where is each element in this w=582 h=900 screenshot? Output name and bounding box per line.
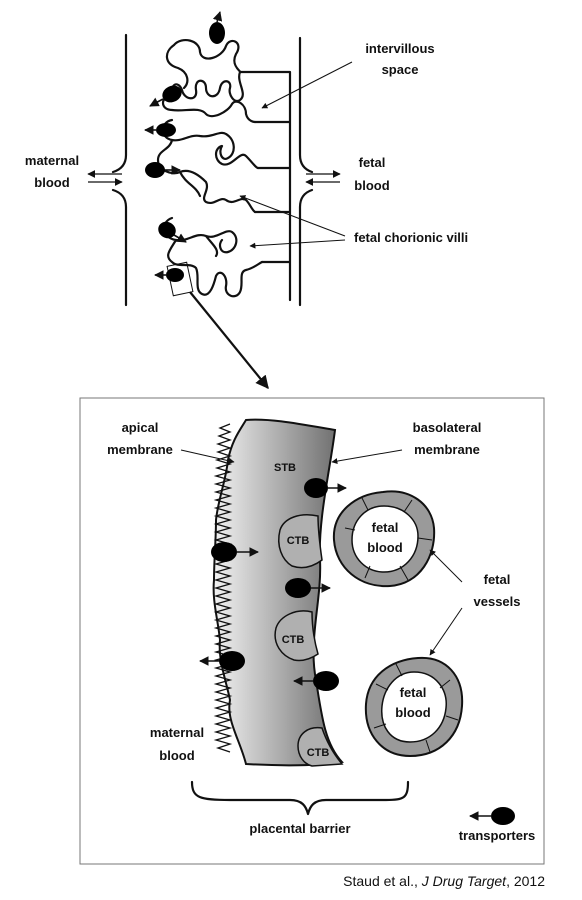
leader-intervillous [261,61,353,109]
transporter [285,578,311,598]
ctb-cell [278,514,323,569]
legend-transporter [491,807,515,825]
label-stb: STB [274,462,296,474]
label-vessel-blood: fetal [400,685,427,700]
label-fetal-blood: fetal [359,155,386,170]
fetal-vessel-lumen [351,505,419,573]
label-fetal-blood: blood [354,178,389,193]
chorionic-plate [238,70,292,302]
apical-microvilli [213,423,233,753]
vessel-cell-borders [344,497,433,581]
label-maternal-blood-bottom: maternal [150,725,204,740]
label-apical-membrane: membrane [107,442,173,457]
ctb-cell [297,726,344,767]
leader-vessels [429,607,463,656]
fetal-wall [298,36,314,307]
label-fetal-chorionic-villi: fetal chorionic villi [354,230,468,245]
transport-arrow [149,97,164,107]
label-vessel-blood: blood [395,705,430,720]
leader-vessels [429,549,463,583]
transporter [209,22,225,44]
transporter [166,268,184,282]
transporter [162,85,182,103]
label-transporters: transporters [459,828,536,843]
label-apical-membrane: apical [122,420,159,435]
transporter [145,162,165,178]
transporter [156,123,176,137]
label-intervillous: space [382,62,419,77]
transporter [313,671,339,691]
leader-basolateral [331,449,403,465]
villi-schematic [87,11,353,390]
villous-tree [161,39,257,124]
citation-authors: Staud et al., [343,873,422,889]
citation-year: , 2012 [506,873,545,889]
label-fetal-vessels: vessels [474,594,521,609]
villous-branch-3 [163,216,264,298]
leader-villi [249,239,346,249]
citation-journal: J Drug Target [421,873,507,889]
label-maternal-blood: blood [34,175,69,190]
label-vessel-blood: blood [367,540,402,555]
fetal-vessel-lumen [381,671,447,743]
label-ctb: CTB [282,634,305,646]
zoom-arrow [189,291,269,390]
transporter [158,221,176,239]
label-ctb: CTB [287,535,310,547]
vessel-cell-borders [373,663,459,753]
ctb-cell [274,610,319,662]
maternal-wall [111,33,128,307]
syncytiotrophoblast [212,418,344,767]
placental-barrier-bracket [190,780,410,816]
label-basolateral-membrane: membrane [414,442,480,457]
transporter [219,651,245,671]
label-fetal-vessels: fetal [484,572,511,587]
label-ctb: CTB [307,747,330,759]
label-vessel-blood: fetal [372,520,399,535]
transport-arrow [173,233,187,243]
placental-barrier-detail [180,418,515,825]
transporter [211,542,237,562]
label-intervillous: intervillous [365,41,434,56]
leader-villi [239,195,346,237]
label-maternal-blood: maternal [25,153,79,168]
label-placental-barrier: placental barrier [249,821,350,836]
inset-box [166,261,194,297]
label-basolateral-membrane: basolateral [413,420,482,435]
leader-apical [180,449,235,464]
citation: Staud et al., J Drug Target, 2012 [343,873,545,889]
label-maternal-blood-bottom: blood [159,748,194,763]
transporter [304,478,328,498]
transport-arrow [212,11,223,23]
